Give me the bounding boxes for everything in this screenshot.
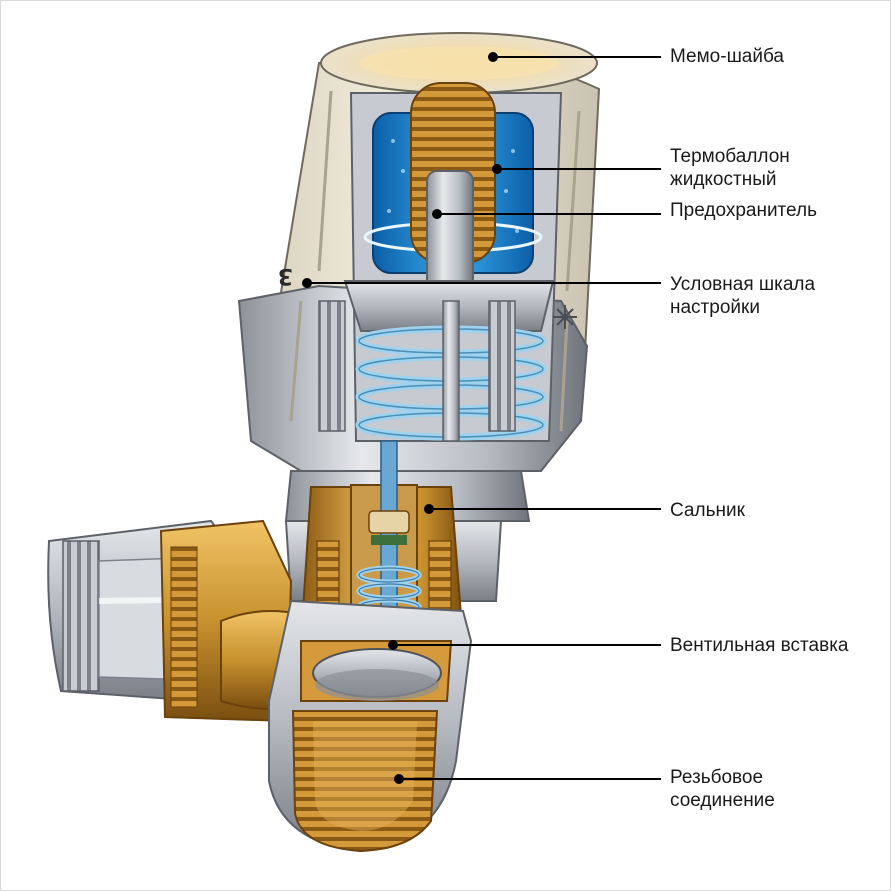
callout-scale-line-1: Условная шкала [670, 274, 816, 295]
leader-dot-bulb [492, 164, 502, 174]
leader-lines [302, 52, 661, 784]
scale-number: 3 [278, 263, 293, 288]
callout-gland: Сальник [670, 499, 745, 522]
callout-fuse-line-1: Предохранитель [670, 200, 817, 221]
callout-scale-line-2: настройки [670, 297, 760, 318]
thermostat-head [237, 32, 601, 472]
callout-threaded-connection: Резьбовое соединение [670, 766, 775, 812]
callout-bulb-line-2: жидкостный [670, 169, 777, 190]
callout-thread-line-1: Резьбовое [670, 767, 764, 788]
callout-fuse: Предохранитель [670, 199, 817, 222]
callout-setting-scale: Условная шкала настройки [670, 273, 815, 319]
callout-liquid-bulb: Термобаллон жидкостный [670, 145, 790, 191]
callout-bulb-line-1: Термобаллон [670, 146, 790, 167]
leader-dot-scale [302, 278, 312, 288]
valve-body [268, 599, 473, 853]
leader-dot-gland [424, 504, 434, 514]
callout-memo-line-1: Мемо-шайба [670, 46, 784, 67]
callout-thread-line-2: соединение [670, 790, 775, 811]
callout-insert-line-1: Вентильная вставка [670, 635, 849, 656]
leader-dot-thread [394, 774, 404, 784]
snowflake-icon [553, 305, 577, 329]
callout-memo-disc: Мемо-шайба [670, 45, 784, 68]
callout-gland-line-1: Сальник [670, 500, 745, 521]
leader-dot-memo [488, 52, 498, 62]
leader-dot-fuse [432, 209, 442, 219]
leader-dot-insert [388, 640, 398, 650]
callout-valve-insert: Вентильная вставка [670, 634, 849, 657]
